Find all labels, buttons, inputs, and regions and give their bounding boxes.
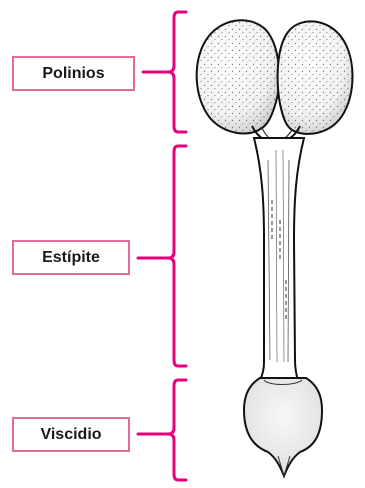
label-viscidio: Viscidio xyxy=(12,417,130,452)
bracket-estipite xyxy=(138,146,186,366)
label-estipite: Estípite xyxy=(12,240,130,275)
label-polinios: Polinios xyxy=(12,56,135,91)
bracket-polinios xyxy=(143,12,186,132)
label-polinios-text: Polinios xyxy=(42,65,104,83)
bracket-viscidio xyxy=(138,380,186,480)
label-estipite-text: Estípite xyxy=(42,249,100,267)
label-viscidio-text: Viscidio xyxy=(40,426,101,444)
pollinia-drawing xyxy=(197,20,353,142)
viscidium-drawing xyxy=(244,378,322,476)
stipe-drawing xyxy=(254,138,304,380)
